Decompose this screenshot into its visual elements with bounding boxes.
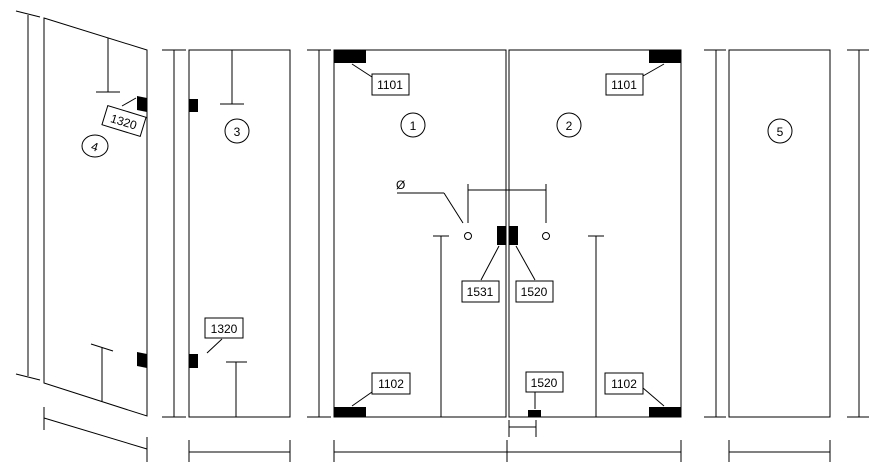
callout-box [371,372,411,395]
callout-leader [642,63,665,77]
callout-box [515,280,554,303]
callout-leader [121,97,137,107]
callout-text: 1101 [377,78,403,92]
callout-leader [515,245,536,281]
floor-lock [528,410,541,417]
lock-block-left [497,226,506,245]
panel-4-lower-bar-cap [90,343,114,352]
panel-3: 3 1320 [162,49,291,462]
patch-fitting-top-left [334,50,366,63]
callout-text: 1520 [521,285,548,299]
callout-box [605,73,644,96]
diameter-leader [443,192,464,224]
callout-1101-right: 1101 [605,73,644,96]
callout-box [101,104,147,138]
hinge-block [137,96,147,112]
panel-4-outline [43,17,148,417]
callout-box [461,280,500,303]
callout-1531: 1531 [461,280,500,303]
callout-box [604,372,644,395]
panel-5-number: 5 [777,125,784,139]
panel-1-number-circle [400,112,426,138]
callout-text: 1531 [467,285,494,299]
callout-leader [351,63,373,78]
callout-text: 1320 [211,322,238,336]
callout-1101-left: 1101 [371,73,410,96]
callout-1520-center: 1520 [515,280,554,303]
panel-5: 5 [704,49,869,462]
callout-leader [351,391,373,407]
callout-leader [480,245,500,281]
callout-1102-left: 1102 [371,372,411,395]
panel-2-number: 2 [566,119,573,133]
panel-1-number: 1 [410,119,417,133]
callout-1102-right: 1102 [604,372,644,395]
panel-3-outline [188,49,291,418]
callout-text: 1102 [611,377,637,391]
panel-2-outline [508,49,682,418]
panel-3-number: 3 [234,125,241,139]
hinge-block [137,352,147,368]
panel-5-outline [728,49,831,418]
double-door: Ø 1 2 1101 1101 1102 1 [307,49,682,462]
hinge-block [189,354,198,368]
panel-1-outline [333,49,507,418]
callout-box [204,317,244,339]
patch-fitting-bottom-left [334,407,366,417]
callout-text: 1520 [531,376,558,390]
callout-box [371,73,410,96]
lock-block-right [509,226,518,245]
panel-4: 4 1320 [15,10,148,462]
hinge-block [189,99,198,112]
callout-box [525,371,564,393]
callout-1320-upper: 1320 [101,104,147,138]
handle-hole-left [464,232,472,240]
callout-leader [206,338,223,354]
panel-2-number-circle [556,112,582,138]
patch-fitting-top-right [649,50,681,63]
handle-hole-right [542,232,550,240]
diameter-symbol: Ø [396,178,405,192]
panel-4-dim-tick-top [15,10,41,18]
panel-4-width-dim [43,417,148,450]
patch-fitting-bottom-right [649,407,681,417]
callout-leader [642,387,665,407]
panel-5-number-circle [767,118,793,144]
callout-text: 1101 [611,78,637,92]
panel-3-number-circle [224,118,250,144]
panel-4-dim-tick-bottom [15,373,41,381]
panel-4-number: 4 [89,139,100,154]
callout-text: 1102 [378,377,404,391]
callout-1320-lower: 1320 [204,317,244,339]
callout-1520-bottom: 1520 [525,371,564,393]
panel-4-number-circle [81,134,109,158]
